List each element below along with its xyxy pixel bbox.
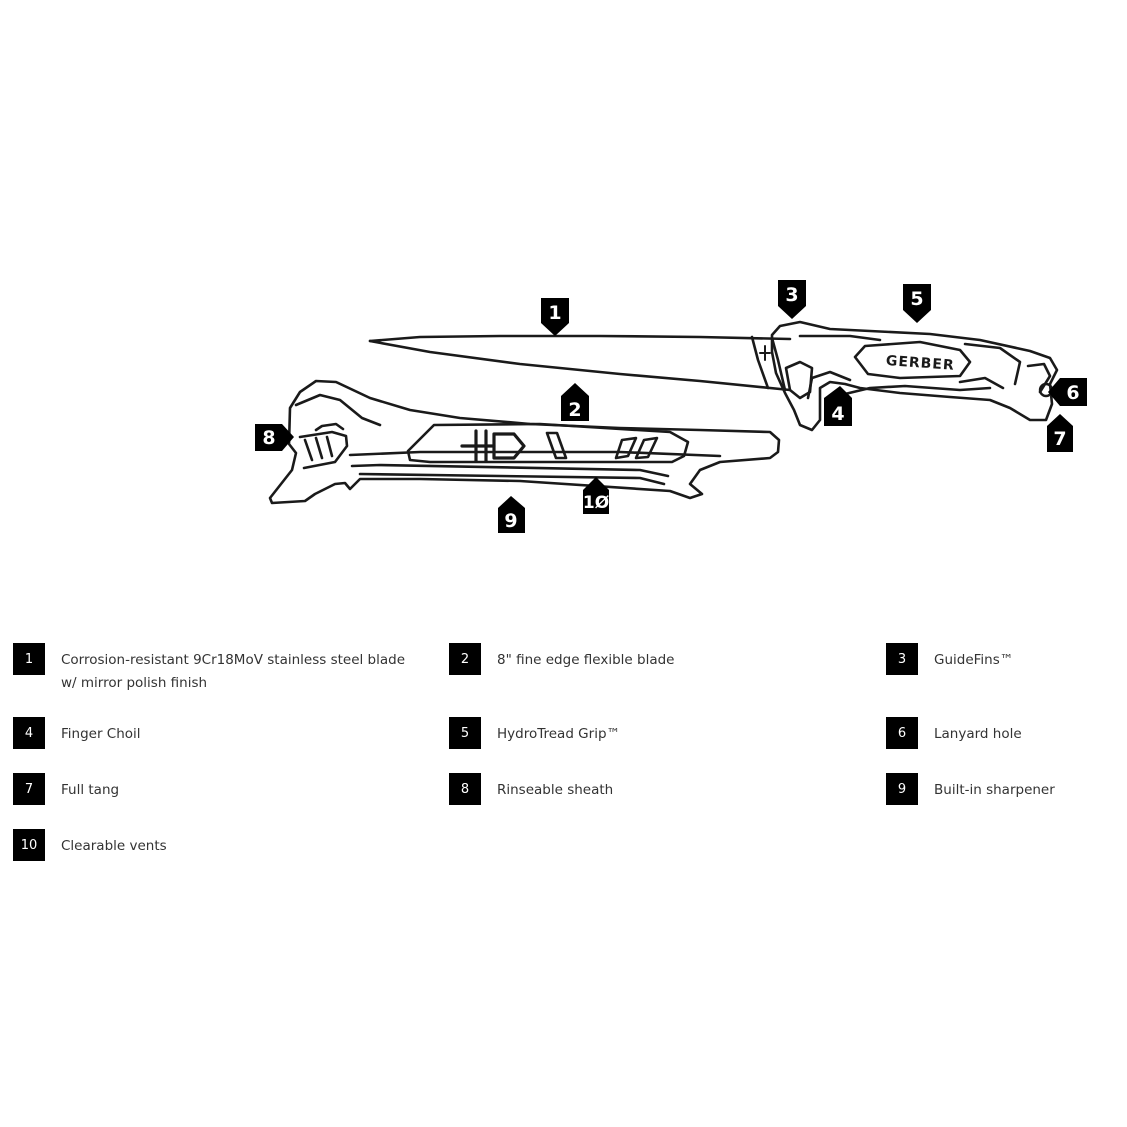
legend-badge: 6 (886, 717, 918, 749)
svg-text:7: 7 (1053, 428, 1066, 450)
svg-text:8: 8 (262, 427, 275, 449)
handle (770, 320, 1059, 432)
legend-item-7: 7 Full tang (13, 773, 119, 805)
gerber-mark-icon (460, 429, 526, 463)
legend-text: Corrosion-resistant 9Cr18MoV stainless s… (61, 652, 406, 691)
callout-4: 4 (824, 386, 852, 426)
callout-5: 5 (903, 284, 931, 323)
svg-text:5: 5 (910, 288, 923, 310)
svg-text:1Ø: 1Ø (583, 493, 609, 513)
callout-10: 1Ø (583, 477, 609, 514)
legend-badge: 10 (13, 829, 45, 861)
legend-text: Lanyard hole (934, 726, 1022, 742)
legend-item-6: 6 Lanyard hole (886, 717, 1022, 749)
legend-text: 8" fine edge flexible blade (497, 652, 675, 668)
callout-2: 2 (561, 383, 589, 421)
legend-item-5: 5 HydroTread Grip™ (449, 717, 620, 749)
svg-text:9: 9 (504, 510, 517, 532)
legend-badge: 7 (13, 773, 45, 805)
legend-badge: 4 (13, 717, 45, 749)
legend-badge: 3 (886, 643, 918, 675)
legend-text: GuideFins™ (934, 652, 1014, 668)
svg-text:2: 2 (568, 399, 581, 421)
legend-item-3: 3 GuideFins™ (886, 643, 1013, 675)
legend-item-2: 2 8" fine edge flexible blade (449, 643, 674, 675)
legend-item-8: 8 Rinseable sheath (449, 773, 613, 805)
legend-text: HydroTread Grip™ (497, 726, 621, 742)
legend-item-9: 9 Built-in sharpener (886, 773, 1055, 805)
legend-item-1: 1 Corrosion-resistant 9Cr18MoV stainless… (13, 643, 423, 695)
callout-3: 3 (778, 280, 806, 319)
callout-6: 6 (1048, 378, 1087, 406)
sheath (268, 379, 781, 505)
brand-logo: GERBER (885, 353, 955, 374)
legend-text: Built-in sharpener (934, 782, 1055, 798)
legend-text: Rinseable sheath (497, 782, 614, 798)
svg-text:3: 3 (785, 284, 798, 306)
svg-text:1: 1 (548, 302, 561, 324)
legend-text: Finger Choil (61, 726, 141, 742)
legend-badge: 5 (449, 717, 481, 749)
callout-7: 7 (1047, 414, 1073, 452)
callout-8: 8 (255, 424, 294, 451)
legend-badge: 9 (886, 773, 918, 805)
legend-item-10: 10 Clearable vents (13, 829, 167, 861)
legend-badge: 8 (449, 773, 481, 805)
legend-text: Clearable vents (61, 838, 167, 854)
svg-text:6: 6 (1066, 382, 1079, 404)
legend-text: Full tang (61, 782, 120, 798)
legend-badge: 2 (449, 643, 481, 675)
legend-badge: 1 (13, 643, 45, 675)
legend-item-4: 4 Finger Choil (13, 717, 141, 749)
callout-9: 9 (498, 496, 525, 533)
blade-mark-icon (759, 345, 771, 361)
blade (368, 334, 792, 392)
callout-1: 1 (541, 298, 569, 336)
svg-text:4: 4 (831, 403, 844, 425)
